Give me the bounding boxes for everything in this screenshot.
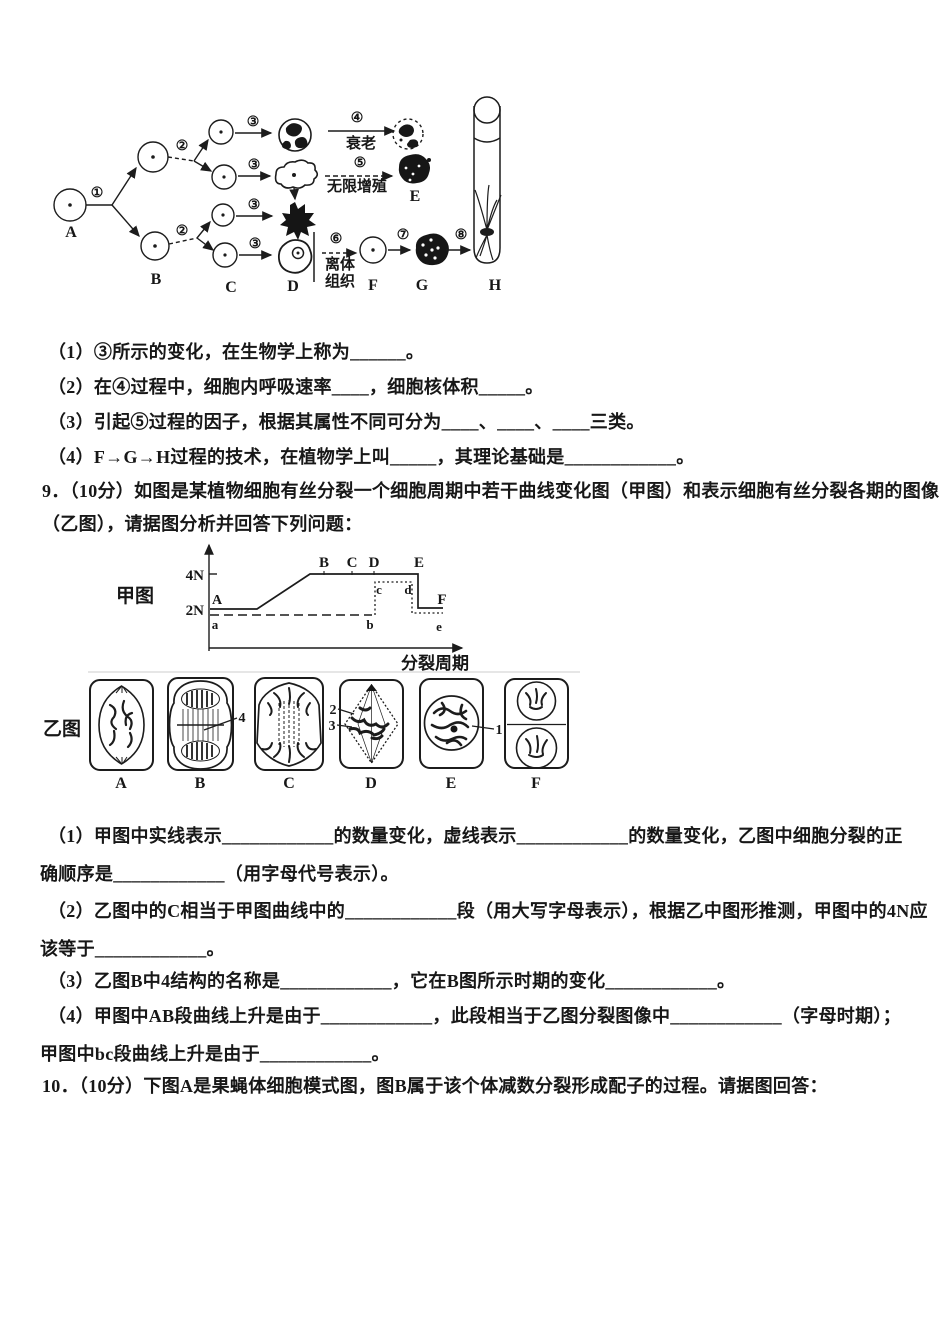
point-E: E xyxy=(414,555,424,571)
q9-part-4-line-1: （4）甲图中AB段曲线上升是由于____________，此段相当于乙图分裂图像… xyxy=(48,1006,902,1026)
node-b-label: B xyxy=(151,271,162,288)
callout-4: 4 xyxy=(239,711,246,726)
q9-part-2-line-2: 该等于____________。 xyxy=(40,939,225,959)
mitosis-figure: 甲图 4N 2N A B C D E F a b c d e 分裂周期 乙图 xyxy=(43,543,580,792)
callout-1-line xyxy=(471,725,495,730)
cell-image-F-label: F xyxy=(531,775,541,792)
cell-c-row2 xyxy=(211,164,237,190)
callout-1: 1 xyxy=(496,723,503,738)
explant-text-2: 组织 xyxy=(325,272,355,290)
cell-image-D-label: D xyxy=(365,775,377,792)
step-2a-label: ② xyxy=(176,139,189,154)
cell-image-A-label: A xyxy=(115,775,127,792)
node-f-label: F xyxy=(368,277,378,294)
step-5-label: ⑤ xyxy=(354,156,367,171)
q9-part-1-line-2: 确顺序是____________（用字母代号表示）。 xyxy=(40,864,399,884)
step-1-label: ① xyxy=(91,186,104,201)
differentiated-cell-4 xyxy=(277,239,313,274)
step-3d-label: ③ xyxy=(249,237,262,252)
callus-g xyxy=(415,233,449,266)
node-e-label: E xyxy=(410,188,421,205)
step-6-label: ⑥ xyxy=(330,232,343,247)
point-b: b xyxy=(366,617,373,632)
q8-part-1: （1）③所示的变化，在生物学上称为______。 xyxy=(48,342,425,362)
point-A: A xyxy=(212,593,223,608)
callout-3-line xyxy=(336,724,353,728)
differentiated-cell-3-neuron xyxy=(280,202,316,240)
step-3b-label: ③ xyxy=(248,158,261,173)
mitosis-cell-D xyxy=(336,679,404,769)
node-g-label: G xyxy=(416,277,429,294)
test-tube-h xyxy=(473,96,502,264)
step-2b-label: ② xyxy=(176,224,189,239)
mitosis-cell-A xyxy=(89,679,154,771)
point-B: B xyxy=(319,555,329,571)
callout-4-line xyxy=(203,717,238,731)
q9-stem-line-2: （乙图），请据图分析并回答下列问题： xyxy=(42,514,363,534)
cell-image-C-label: C xyxy=(283,775,295,792)
cell-differentiation-diagram: ① ② ② ③ ③ ③ ③ ④ 衰老 ⑤ 无限增殖 ⑥ 离体 组织 ⑦ ⑧ A … xyxy=(53,96,502,296)
jia-title: 甲图 xyxy=(116,585,154,607)
step-4-label: ④ xyxy=(351,111,364,126)
cell-f xyxy=(359,236,387,264)
explant-text-1: 离体 xyxy=(325,255,356,273)
point-D: D xyxy=(369,555,380,571)
q8-part-3: （3）引起⑤过程的因子，根据其属性不同可分为____、____、____三类。 xyxy=(48,412,645,432)
senescence-text: 衰老 xyxy=(345,134,376,152)
node-c-label: C xyxy=(225,279,237,296)
immortal-text: 无限增殖 xyxy=(326,177,387,195)
cell-b-top xyxy=(137,141,169,173)
step-3c-label: ③ xyxy=(248,198,261,213)
cell-c-row4 xyxy=(212,242,238,268)
point-a: a xyxy=(212,617,219,632)
step-8-label: ⑧ xyxy=(455,228,468,243)
cell-a xyxy=(53,188,87,222)
mitosis-cell-C xyxy=(254,677,324,771)
x-axis-label: 分裂周期 xyxy=(401,653,469,673)
callout-2: 2 xyxy=(330,703,337,718)
node-d-label: D xyxy=(287,278,299,295)
ytick-2n: 2N xyxy=(186,603,205,619)
step-3a-label: ③ xyxy=(247,115,260,130)
point-e: e xyxy=(436,619,442,634)
callout-3: 3 xyxy=(329,719,336,734)
cell-image-B-label: B xyxy=(195,775,206,792)
q8-part-4: （4）F→G→H过程的技术，在植物学上叫_____，其理论基础是________… xyxy=(48,447,695,467)
yi-title: 乙图 xyxy=(43,718,81,740)
point-d: d xyxy=(404,582,412,597)
point-C: C xyxy=(347,555,358,571)
q10-stem: 10．（10分）下图A是果蝇体细胞模式图，图B属于该个体减数分裂形成配子的过程。… xyxy=(42,1076,828,1096)
mitosis-cell-B xyxy=(167,677,238,771)
point-c: c xyxy=(376,582,382,597)
cell-image-E-label: E xyxy=(446,775,457,792)
cancer-cell-e xyxy=(398,154,431,184)
q9-part-1-line-1: （1）甲图中实线表示____________的数量变化，虚线表示________… xyxy=(48,826,903,846)
jia-chart xyxy=(204,543,464,653)
q9-part-3: （3）乙图B中4结构的名称是____________，它在B图所示时期的变化__… xyxy=(48,971,736,991)
solid-curve xyxy=(210,573,443,610)
mitosis-cell-E xyxy=(419,678,495,769)
cell-b-bottom xyxy=(140,231,170,261)
callout-2-line xyxy=(337,708,355,715)
node-a-label: A xyxy=(65,224,77,241)
q9-part-4-line-2: 甲图中bc段曲线上升是由于____________。 xyxy=(40,1044,390,1064)
q9-part-2-line-1: （2）乙图中的C相当于甲图曲线中的____________段（用大写字母表示），… xyxy=(48,901,928,921)
q8-part-2: （2）在④过程中，细胞内呼吸速率____，细胞核体积_____。 xyxy=(48,377,544,397)
differentiated-cell-2 xyxy=(274,159,319,189)
differentiated-cell-1 xyxy=(278,118,312,152)
node-h-label: H xyxy=(489,277,502,294)
senescent-cell xyxy=(392,118,424,150)
ytick-4n: 4N xyxy=(186,568,205,584)
mitosis-cell-F xyxy=(504,678,569,769)
cell-c-row1 xyxy=(208,119,234,145)
q9-stem-line-1: 9．（10分）如图是某植物细胞有丝分裂一个细胞周期中若干曲线变化图（甲图）和表示… xyxy=(42,481,940,501)
point-F: F xyxy=(437,592,446,608)
step-7-label: ⑦ xyxy=(397,228,410,243)
cell-c-row3 xyxy=(211,203,235,227)
